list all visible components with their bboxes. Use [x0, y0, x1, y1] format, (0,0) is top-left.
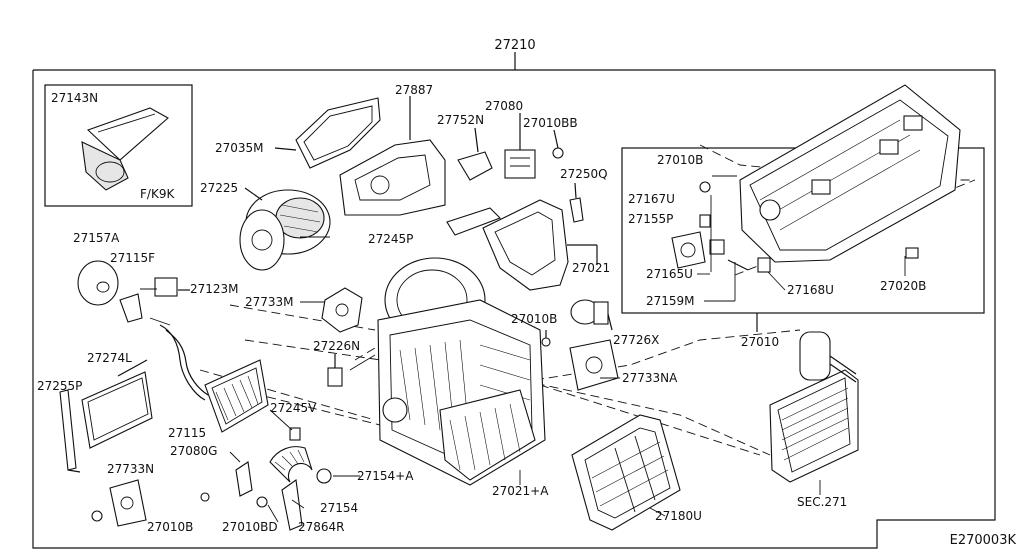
label-SEC271: SEC.271: [797, 495, 847, 509]
label-27080G: 27080G: [170, 444, 217, 458]
label-27733NA: 27733NA: [622, 371, 678, 385]
actuator-27733NA-part: [569, 339, 619, 391]
label-27115: 27115: [168, 426, 206, 440]
blower-motor-part: [239, 187, 331, 271]
blower-duct-part: [446, 199, 598, 291]
main-hvac-case-part: [377, 257, 546, 486]
label-27274L: 27274L: [87, 351, 132, 365]
round-filter-part: [77, 260, 119, 306]
resistor-module-part: [457, 113, 564, 181]
assembly-frame: 27210: [32, 38, 996, 549]
label-27010BB: 27010BB: [523, 116, 578, 130]
label-27010B-mid: 27010B: [511, 312, 557, 326]
filter-frame-part: [274, 97, 381, 169]
label-27255P: 27255P: [37, 379, 82, 393]
label-27010: 27010: [741, 335, 779, 349]
label-27010B-right: 27010B: [657, 153, 703, 167]
label-27157A: 27157A: [73, 231, 120, 245]
label-27010BD: 27010BD: [222, 520, 278, 534]
assembly-label: 27210: [494, 38, 535, 53]
diagram-id: E270003K: [950, 533, 1017, 548]
label-27752N: 27752N: [437, 113, 484, 127]
cabin-filter-housing-part: [81, 107, 169, 191]
callout-labels: 27887 27080 27752N 27010BB 27035M 27225 …: [37, 83, 926, 534]
gasket-strip-part: [59, 389, 81, 473]
label-27168U: 27168U: [787, 283, 834, 297]
label-27733N: 27733N: [107, 462, 154, 476]
sensor-27226N-part: [327, 354, 343, 387]
label-27020B: 27020B: [880, 279, 926, 293]
label-27159M: 27159M: [646, 294, 695, 308]
label-27733M: 27733M: [245, 295, 294, 309]
label-27115F: 27115F: [110, 251, 155, 265]
bolt-27010B-mid-part: [541, 330, 551, 347]
mode-door-assembly-part: [739, 84, 961, 263]
pipe-clip-part: [119, 277, 190, 326]
evaporator-panel-part: [81, 359, 153, 449]
label-27010B-bottom: 27010B: [147, 520, 193, 534]
sensor-27726X-part: [570, 299, 613, 331]
label-27250Q: 27250Q: [560, 167, 608, 181]
label-27123M: 27123M: [190, 282, 239, 296]
evaporator-core-part: [769, 331, 859, 483]
label-27021A: 27021+A: [492, 484, 549, 498]
inset-part-label: 27143N: [51, 91, 98, 105]
label-27154A: 27154+A: [357, 469, 414, 483]
label-27035M: 27035M: [215, 141, 264, 155]
blower-upper-case-part: [339, 96, 446, 216]
grille-27180U-part: [571, 414, 681, 531]
mode-actuator-small-parts: [671, 175, 771, 273]
label-27887: 27887: [395, 83, 433, 97]
clip-27245V-part: [289, 427, 301, 441]
lever-27080G-part: [235, 461, 253, 497]
label-27154: 27154: [320, 501, 358, 515]
label-27021: 27021: [572, 261, 610, 275]
gear-27154-part: [200, 446, 332, 531]
inset-box: 27143N F/K9K: [44, 84, 193, 207]
label-27225: 27225: [200, 181, 238, 195]
label-27155P: 27155P: [628, 212, 673, 226]
label-27180U: 27180U: [655, 509, 702, 523]
label-27245P: 27245P: [368, 232, 413, 246]
leader-lines: [140, 236, 906, 523]
label-27080: 27080: [485, 99, 523, 113]
label-27864R: 27864R: [298, 520, 345, 534]
actuator-27733N-part: [91, 479, 147, 527]
actuator-27733M-part: [321, 287, 363, 333]
label-27165U: 27165U: [646, 267, 693, 281]
heater-core-part: [159, 324, 269, 433]
label-27726X: 27726X: [613, 333, 659, 347]
label-27167U: 27167U: [628, 192, 675, 206]
bracket-27250Q-part: [569, 182, 584, 223]
inset-note-label: F/K9K: [140, 187, 175, 201]
label-27245V: 27245V: [270, 401, 317, 415]
label-27226N: 27226N: [313, 339, 360, 353]
